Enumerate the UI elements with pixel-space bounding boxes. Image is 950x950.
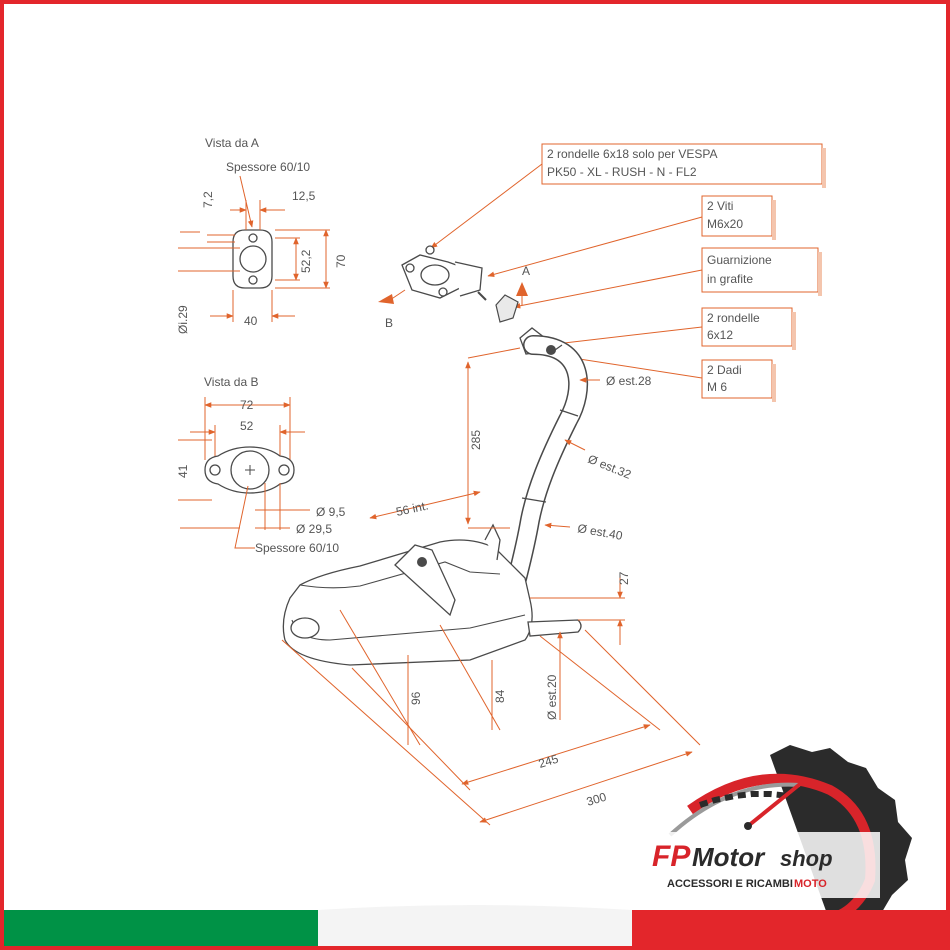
dim-70: 70 (334, 254, 348, 268)
logo-shop: shop (780, 846, 833, 871)
dim-dia-29-5: Ø 29,5 (296, 522, 332, 536)
dim-est-40: Ø est.40 (576, 521, 623, 543)
dim-52: 52 (240, 419, 254, 433)
logo-motor: Motor (692, 842, 766, 872)
inlet-manifold (454, 261, 483, 297)
header-pipe (503, 336, 587, 609)
dim-285: 285 (469, 430, 483, 450)
logo-fp: FP (652, 840, 691, 873)
dim-40: 40 (244, 314, 258, 328)
tailpipe (527, 619, 582, 637)
svg-text:Guarnizione: Guarnizione (707, 253, 772, 267)
screw (477, 291, 487, 301)
dim-est-32: Ø est.32 (586, 452, 634, 482)
view-b-thickness: Spessore 60/10 (255, 541, 339, 555)
view-b-bolt-hole (209, 464, 221, 476)
view-arrow-a-label: A (522, 264, 530, 278)
logo-tagline-accent: MOTO (794, 878, 827, 890)
callout-nuts: 2 Dadi M 6 (559, 354, 776, 402)
dim-300: 300 (585, 790, 609, 809)
dim-27: 27 (617, 571, 631, 585)
view-a-bolt-hole (248, 275, 258, 285)
dim-inner-dia-29: Øi.29 (176, 305, 190, 334)
muffler-end-cap (290, 617, 320, 639)
main-dimensions: Ø est.28 Ø est.32 Ø est.40 285 56 int. 2… (281, 347, 701, 826)
italian-flag-bar (4, 905, 946, 946)
muffler-body (282, 539, 533, 666)
logo-tagline: ACCESSORI E RICAMBI (667, 878, 793, 890)
view-b-bolt-hole (278, 464, 290, 476)
callout-screws: 2 Viti M6x20 (487, 195, 776, 278)
dim-96: 96 (409, 691, 423, 705)
dim-est-28: Ø est.28 (606, 374, 652, 388)
dim-72: 72 (240, 398, 254, 412)
dim-84: 84 (493, 689, 507, 703)
svg-text:2 Dadi: 2 Dadi (707, 363, 742, 377)
svg-text:2 rondelle: 2 rondelle (707, 311, 760, 325)
view-a-bolt-hole (248, 233, 258, 243)
svg-text:2 rondelle 6x18 solo per VESPA: 2 rondelle 6x18 solo per VESPA (547, 147, 718, 161)
svg-text:6x12: 6x12 (707, 328, 733, 342)
dim-52-2: 52,2 (299, 249, 313, 273)
svg-text:PK50 - XL - RUSH - N - FL2: PK50 - XL - RUSH - N - FL2 (547, 165, 697, 179)
svg-text:M6x20: M6x20 (707, 217, 743, 231)
callout-gasket: Guarnizione in grafite (513, 247, 822, 309)
svg-text:in grafite: in grafite (707, 272, 753, 286)
view-a-bore (239, 245, 267, 273)
svg-text:M 6: M 6 (707, 380, 727, 394)
exhaust-assembly (282, 245, 589, 666)
dim-56-int: 56 int. (395, 498, 430, 518)
bracket-lug (484, 523, 501, 561)
view-a-thickness: Spessore 60/10 (226, 160, 310, 174)
dim-12-5: 12,5 (292, 189, 316, 203)
view-arrow-b (378, 294, 394, 304)
dim-7-2: 7,2 (201, 191, 215, 208)
inlet-bore (420, 264, 450, 286)
mounting-bracket (394, 544, 456, 617)
view-arrow-b-label: B (385, 316, 393, 330)
callout-washers-6x12: 2 rondelle 6x12 (546, 307, 796, 350)
callout-washers-6x18: 2 rondelle 6x18 solo per VESPA PK50 - XL… (430, 143, 826, 249)
graphite-gasket (495, 294, 519, 323)
view-b-drawing: Vista da B 72 52 41 Ø 9,5 Ø 29,5 Spessor… (176, 375, 346, 555)
speedometer-needle (746, 778, 807, 828)
view-a-title: Vista da A (205, 136, 259, 150)
view-arrow-a (516, 282, 528, 296)
svg-text:2 Viti: 2 Viti (707, 199, 733, 213)
dim-est-20: Ø est.20 (545, 674, 559, 720)
view-a-drawing: Vista da A Spessore 60/10 7,2 12,5 52,2 … (176, 136, 348, 334)
fpmotorshop-logo: FP Motor shop ACCESSORI E RICAMBI MOTO (640, 745, 912, 930)
dim-41: 41 (176, 464, 190, 478)
view-b-title: Vista da B (204, 375, 258, 389)
dim-dia-9-5: Ø 9,5 (316, 505, 346, 519)
